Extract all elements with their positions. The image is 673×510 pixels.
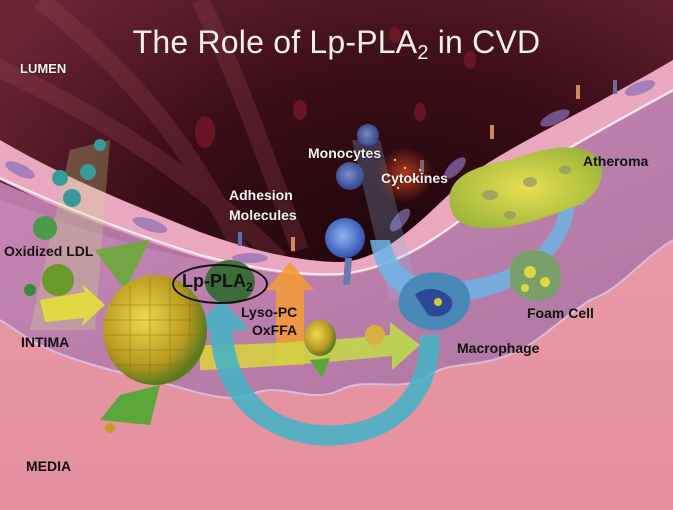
macrophage-cell (398, 272, 470, 331)
region-label-intima: INTIMA (21, 334, 70, 350)
monocyte-transit-beam (352, 140, 420, 300)
region-label-media: MEDIA (26, 458, 72, 474)
oxidized-ldl-particles (24, 216, 74, 296)
label-atheroma: Atheroma (583, 153, 649, 169)
cytokine-particles (386, 158, 422, 190)
label-oxffa: OxFFA (252, 322, 298, 338)
title-prefix: The Role of Lp-PLA (132, 24, 418, 60)
lyso-pc-arrow (266, 262, 314, 365)
ldl-particle-large (100, 275, 207, 433)
label-monocytes: Monocytes (308, 145, 382, 161)
label-oxidized-ldl: Oxidized LDL (4, 243, 94, 259)
label-foam-cell: Foam Cell (527, 305, 594, 321)
label-adhesion-line2: Molecules (229, 207, 297, 223)
ox-ldl-arrow (40, 284, 105, 326)
apob-cone-top (95, 240, 150, 290)
endothelial-nuclei (5, 80, 656, 263)
diagram-title: The Role of Lp-PLA2 in CVD (0, 24, 673, 65)
ldl-particles-lumen (52, 139, 106, 207)
label-lp-pla2: Lp-PLA2 (182, 271, 253, 294)
label-adhesion-line1: Adhesion (229, 187, 293, 203)
intima-boundary (0, 239, 673, 399)
label-cytokines: Cytokines (381, 170, 448, 186)
recycling-pathway-arrow (192, 300, 440, 446)
title-suffix: in CVD (428, 24, 541, 60)
atheroma-plaque (449, 147, 602, 229)
red-blood-cells (195, 27, 476, 148)
lp-pla2-subscript: 2 (245, 280, 253, 294)
label-macrophage: Macrophage (457, 340, 540, 356)
title-subscript: 2 (417, 42, 429, 64)
cytokines-glow (377, 147, 433, 203)
foam-cell (510, 250, 562, 301)
ldl-particles-intima (304, 320, 385, 378)
endothelium-layer (0, 60, 673, 276)
lumen-flow-streaks (0, 0, 309, 267)
lp-pla2-ellipse (172, 264, 268, 304)
region-label-lumen: LUMEN (20, 61, 67, 76)
label-lyso-pc: Lyso-PC (241, 304, 298, 320)
lp-pla2-prefix: Lp-PLA (182, 271, 246, 291)
monocytes (325, 124, 379, 285)
